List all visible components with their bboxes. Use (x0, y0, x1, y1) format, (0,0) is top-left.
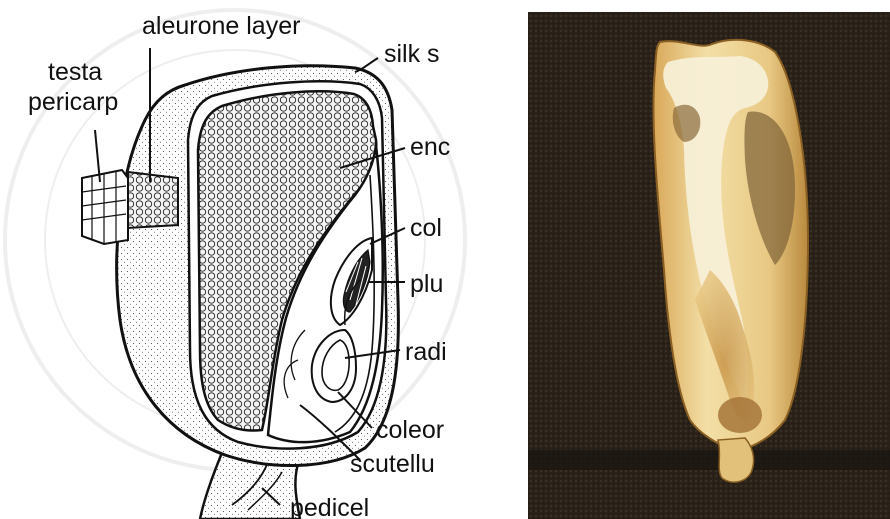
seed-diagram-panel: aleurone layer testa pericarp silk s enc… (0, 0, 470, 519)
label-pericarp: pericarp (28, 88, 118, 116)
label-endosperm: enc (410, 133, 450, 161)
label-scutellum: scutellu (350, 450, 435, 478)
kernel-tip-cap (718, 438, 754, 482)
photo-shadow-band (528, 450, 890, 470)
label-testa: testa (48, 58, 102, 86)
kernel-photo-panel (528, 12, 890, 519)
label-silk-scar: silk s (384, 40, 440, 68)
label-plumule: plu (410, 270, 443, 298)
label-coleoptile: col (410, 214, 442, 242)
label-radicle: radi (405, 338, 447, 366)
label-pedicel: pedicel (290, 494, 369, 519)
label-coleorhiza: coleor (376, 416, 444, 444)
kernel-embryo-tip (718, 397, 762, 433)
label-aleurone-layer: aleurone layer (142, 12, 300, 40)
